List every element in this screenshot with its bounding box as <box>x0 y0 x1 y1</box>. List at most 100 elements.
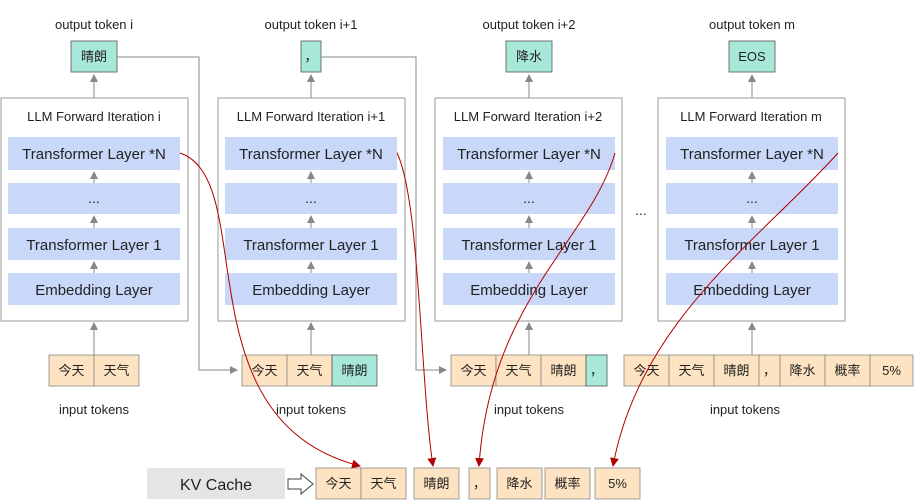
layer-label: Transformer Layer 1 <box>684 237 819 254</box>
input-token-box <box>623 354 670 387</box>
layer-ellipsis <box>443 183 615 214</box>
cache-write-link-m <box>610 152 839 467</box>
layer-label: Transformer Layer 1 <box>243 237 378 254</box>
transformer-layer-1 <box>443 228 615 260</box>
layer-label: Embedding Layer <box>470 282 588 299</box>
layer-label: Embedding Layer <box>252 282 370 299</box>
input-token: ， <box>590 363 603 378</box>
transformer-layer-1 <box>225 228 397 260</box>
iterations-ellipsis: ... <box>635 202 647 218</box>
input-token: 天气 <box>296 363 322 378</box>
input-token: 今天 <box>460 363 486 378</box>
kv-token-box <box>413 467 460 500</box>
feedback-connector-i-plus-1 <box>321 56 447 374</box>
input-token-box <box>286 354 333 387</box>
iteration-m: output token m EOS LLM Forward Iteration… <box>623 17 914 417</box>
transformer-layer-n <box>225 137 397 170</box>
input-token: 今天 <box>633 363 659 378</box>
iteration-i: output token i 晴朗 LLM Forward Iteration … <box>0 17 189 417</box>
layer-label: Transformer Layer *N <box>22 146 166 163</box>
kv-token-box <box>468 467 491 500</box>
input-token: 天气 <box>103 363 129 378</box>
cache-write-link-i <box>179 152 361 469</box>
kv-token-box <box>360 467 407 500</box>
kv-token: 天气 <box>370 476 396 491</box>
block-arrow-icon <box>287 472 314 496</box>
kv-token: 今天 <box>325 476 351 491</box>
output-label: output token i+1 <box>265 17 358 32</box>
layer-label: Transformer Layer *N <box>239 146 383 163</box>
cache-write-link-i-plus-2 <box>475 152 616 467</box>
input-token-box <box>495 354 542 387</box>
layer-label: ... <box>305 190 317 206</box>
input-token-box <box>824 354 871 387</box>
output-token: 晴朗 <box>81 49 107 64</box>
input-token: 5% <box>882 363 901 378</box>
kv-token: 降水 <box>506 476 532 491</box>
iteration-title: LLM Forward Iteration i+1 <box>237 109 385 124</box>
input-label: input tokens <box>710 402 781 417</box>
feedback-connector-i <box>117 56 238 374</box>
output-label: output token i <box>55 17 133 32</box>
output-token: ， <box>304 49 317 64</box>
input-label: input tokens <box>276 402 347 417</box>
kv-cache-label: KV Cache <box>180 477 252 494</box>
embedding-layer <box>8 273 180 305</box>
layer-label: ... <box>746 190 758 206</box>
embedding-layer <box>443 273 615 305</box>
input-label: input tokens <box>59 402 130 417</box>
input-token: 今天 <box>58 363 84 378</box>
transformer-layer-n <box>666 137 838 170</box>
output-token: EOS <box>738 49 766 64</box>
transformer-layer-1 <box>8 228 180 260</box>
kv-token-box <box>496 467 543 500</box>
output-label: output token i+2 <box>483 17 576 32</box>
input-token-box-new <box>585 354 608 387</box>
input-token: 晴朗 <box>341 363 367 378</box>
input-token: 晴朗 <box>550 363 576 378</box>
kv-token: 晴朗 <box>423 476 449 491</box>
input-token-box <box>668 354 715 387</box>
layer-label: Transformer Layer *N <box>680 146 824 163</box>
kv-cache-row: KV Cache 今天 天气 晴朗 ， 降水 概率 5% <box>147 467 641 500</box>
output-label: output token m <box>709 17 795 32</box>
input-token: 降水 <box>789 363 815 378</box>
input-token-box <box>869 354 914 387</box>
layer-label: ... <box>523 190 535 206</box>
input-token-box <box>779 354 826 387</box>
input-token-box <box>93 354 140 387</box>
layer-ellipsis <box>8 183 180 214</box>
layer-label: Transformer Layer 1 <box>26 237 161 254</box>
layer-label: Transformer Layer 1 <box>461 237 596 254</box>
iteration-title: LLM Forward Iteration i+2 <box>454 109 602 124</box>
kv-token-box <box>544 467 591 500</box>
embedding-layer <box>666 273 838 305</box>
input-token: 概率 <box>834 363 860 378</box>
cache-write-link-i-plus-1 <box>396 152 437 467</box>
output-token-box <box>70 40 118 73</box>
layer-ellipsis <box>225 183 397 214</box>
input-token-box-new <box>331 354 378 387</box>
kv-token-box <box>594 467 641 500</box>
input-token: 天气 <box>678 363 704 378</box>
input-token-box <box>713 354 760 387</box>
iteration-i-plus-2: output token i+2 降水 LLM Forward Iteratio… <box>434 17 623 417</box>
input-label: input tokens <box>494 402 565 417</box>
iteration-title: LLM Forward Iteration m <box>680 109 822 124</box>
transformer-layer-n <box>443 137 615 170</box>
layer-label: ... <box>88 190 100 206</box>
embedding-layer <box>225 273 397 305</box>
transformer-layer-1 <box>666 228 838 260</box>
input-token-box <box>450 354 497 387</box>
iteration-title: LLM Forward Iteration i <box>27 109 161 124</box>
output-token-box <box>728 40 776 73</box>
layer-label: Embedding Layer <box>693 282 811 299</box>
input-token: 晴朗 <box>723 363 749 378</box>
transformer-layer-n <box>8 137 180 170</box>
input-token: ， <box>763 363 776 378</box>
iteration-i-plus-1: output token i+1 ， LLM Forward Iteration… <box>217 17 406 417</box>
input-token: 今天 <box>251 363 277 378</box>
input-token-box <box>48 354 95 387</box>
kv-token: ， <box>473 476 486 491</box>
